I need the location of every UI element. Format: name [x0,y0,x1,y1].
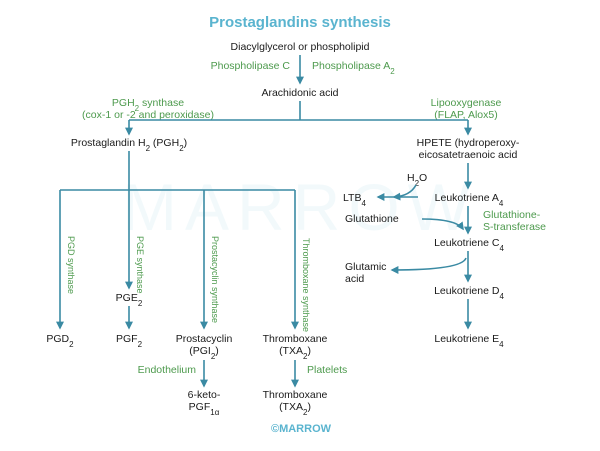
enzyme-pge-synthase: PGE synthase [135,236,145,294]
node-6-keto: 6-keto- [188,389,221,401]
node-pgf1a: PGF1α [189,401,220,417]
node-pgd2: PGD2 [46,333,74,349]
arrow-glutamic-curve [390,257,467,274]
node-glutathione: Glutathione [345,213,399,225]
node-pgh2: Prostaglandin H2 (PGH2) [71,137,187,153]
node-pge2: PGE2 [116,292,143,308]
node-txa2-2: (TXA2) [279,401,311,417]
node-ltd4: Leukotriene D4 [434,285,504,301]
node-hpete: HPETE (hydroperoxy- [417,137,520,149]
enzyme-cox-peroxidase: (cox-1 or -2 and peroxidase) [82,109,214,121]
node-hpete-line2: eicosatetraenoic acid [419,149,518,161]
node-txa2: (TXA2) [279,345,311,361]
node-arachidonic-acid: Arachidonic acid [261,87,338,99]
enzyme-pgd-synthase: PGD synthase [66,236,76,294]
enzyme-phospholipase-a2: Phospholipase A2 [312,60,395,76]
node-acid: acid [345,273,364,285]
enzyme-thromboxane-synthase: Thromboxane synthase [301,238,311,332]
enzyme-pgh2-synthase: PGH2 synthase [112,97,184,113]
node-thromboxane-2: Thromboxane [263,389,328,401]
enzyme-glutathione-s-transferase: Glutathione- [483,209,541,221]
watermark: MARROW [122,170,478,244]
footer-logo: ©MARROW [271,423,332,435]
enzyme-lipooxygenase: Lipooxygenase [431,97,502,109]
node-prostacyclin: Prostacyclin [176,333,233,345]
node-lte4: Leukotriene E4 [434,333,504,349]
node-ltc4: Leukotriene C4 [434,237,504,253]
node-lta4: Leukotriene A4 [435,192,504,208]
node-glutamic: Glutamic [345,261,386,273]
enzyme-flap-alox5: (FLAP, Alox5) [434,109,497,121]
node-h2o: H2O [407,172,427,188]
node-thromboxane: Thromboxane [263,333,328,345]
node-pgf2: PGF2 [116,333,143,349]
node-ltb4: LTB4 [343,192,366,208]
enzyme-prostacyclin-synthase: Prostacyclin synthase [210,236,220,323]
node-pgi2: (PGI2) [189,345,219,361]
enzyme-platelets: Platelets [307,364,347,376]
enzyme-endothelium: Endothelium [138,364,197,376]
enzyme-phospholipase-c: Phospholipase C [211,60,291,72]
diagram-title: Prostaglandins synthesis [209,14,391,31]
enzyme-s-transferase: S-transferase [483,221,546,233]
arrow-glutathione-curve [421,218,464,231]
branch-aa [129,101,468,121]
node-diacylglycerol: Diacylglycerol or phospholipid [231,41,370,53]
